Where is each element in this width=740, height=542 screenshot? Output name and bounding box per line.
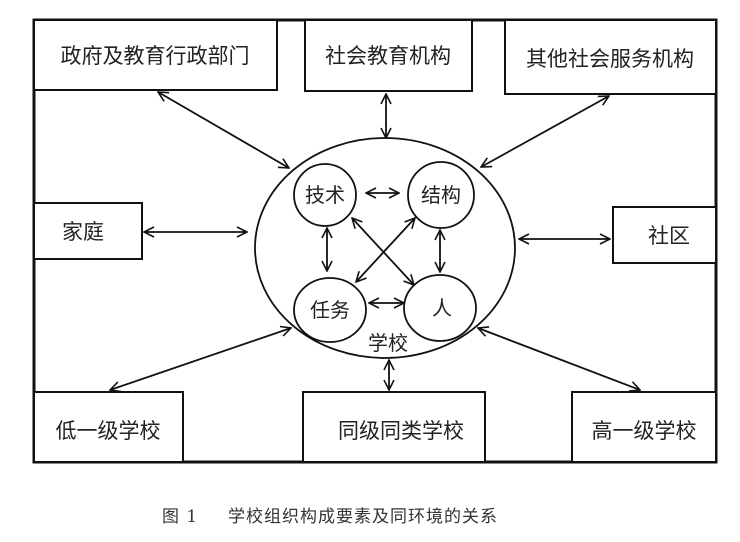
school-label: 学校 [368, 331, 408, 355]
box-other-social-label: 其他社会服务机构 [526, 47, 694, 71]
arrow-other-social-school [481, 96, 609, 167]
box-higher-school: 高一级学校 [571, 391, 717, 463]
element-task-label: 任务 [310, 298, 350, 322]
arrow-structure-task [356, 218, 415, 282]
box-peer-school: 同级同类学校 [302, 391, 486, 463]
box-family: 家庭 [33, 202, 143, 260]
figure-number: 图 1 [162, 507, 198, 527]
box-lower-school-label: 低一级学校 [56, 419, 161, 443]
arrow-lower-school-school [110, 328, 291, 390]
element-structure-label: 结构 [421, 183, 461, 207]
arrow-higher-school-school [478, 328, 640, 390]
box-peer-school-label: 同级同类学校 [338, 419, 464, 443]
element-people: 人 [403, 274, 477, 342]
element-structure: 结构 [407, 161, 475, 229]
figure-caption: 图 1 学校组织构成要素及同环境的关系 [162, 507, 498, 527]
element-people-label: 人 [432, 296, 452, 320]
box-other-social: 其他社会服务机构 [504, 19, 717, 95]
box-gov-label: 政府及教育行政部门 [61, 44, 250, 68]
box-gov: 政府及教育行政部门 [33, 19, 278, 91]
box-higher-school-label: 高一级学校 [592, 419, 697, 443]
element-technology: 技术 [293, 163, 357, 227]
box-family-label: 家庭 [62, 220, 104, 244]
figure-title: 学校组织构成要素及同环境的关系 [228, 507, 498, 527]
box-community-label: 社区 [648, 224, 690, 248]
box-social-edu-label: 社会教育机构 [325, 44, 451, 68]
school-ellipse [254, 137, 516, 359]
element-technology-label: 技术 [305, 183, 345, 207]
box-community: 社区 [612, 206, 717, 264]
box-lower-school: 低一级学校 [33, 391, 184, 463]
box-social-edu: 社会教育机构 [304, 19, 473, 92]
arrow-gov-school [158, 92, 289, 168]
element-task: 任务 [293, 277, 367, 343]
